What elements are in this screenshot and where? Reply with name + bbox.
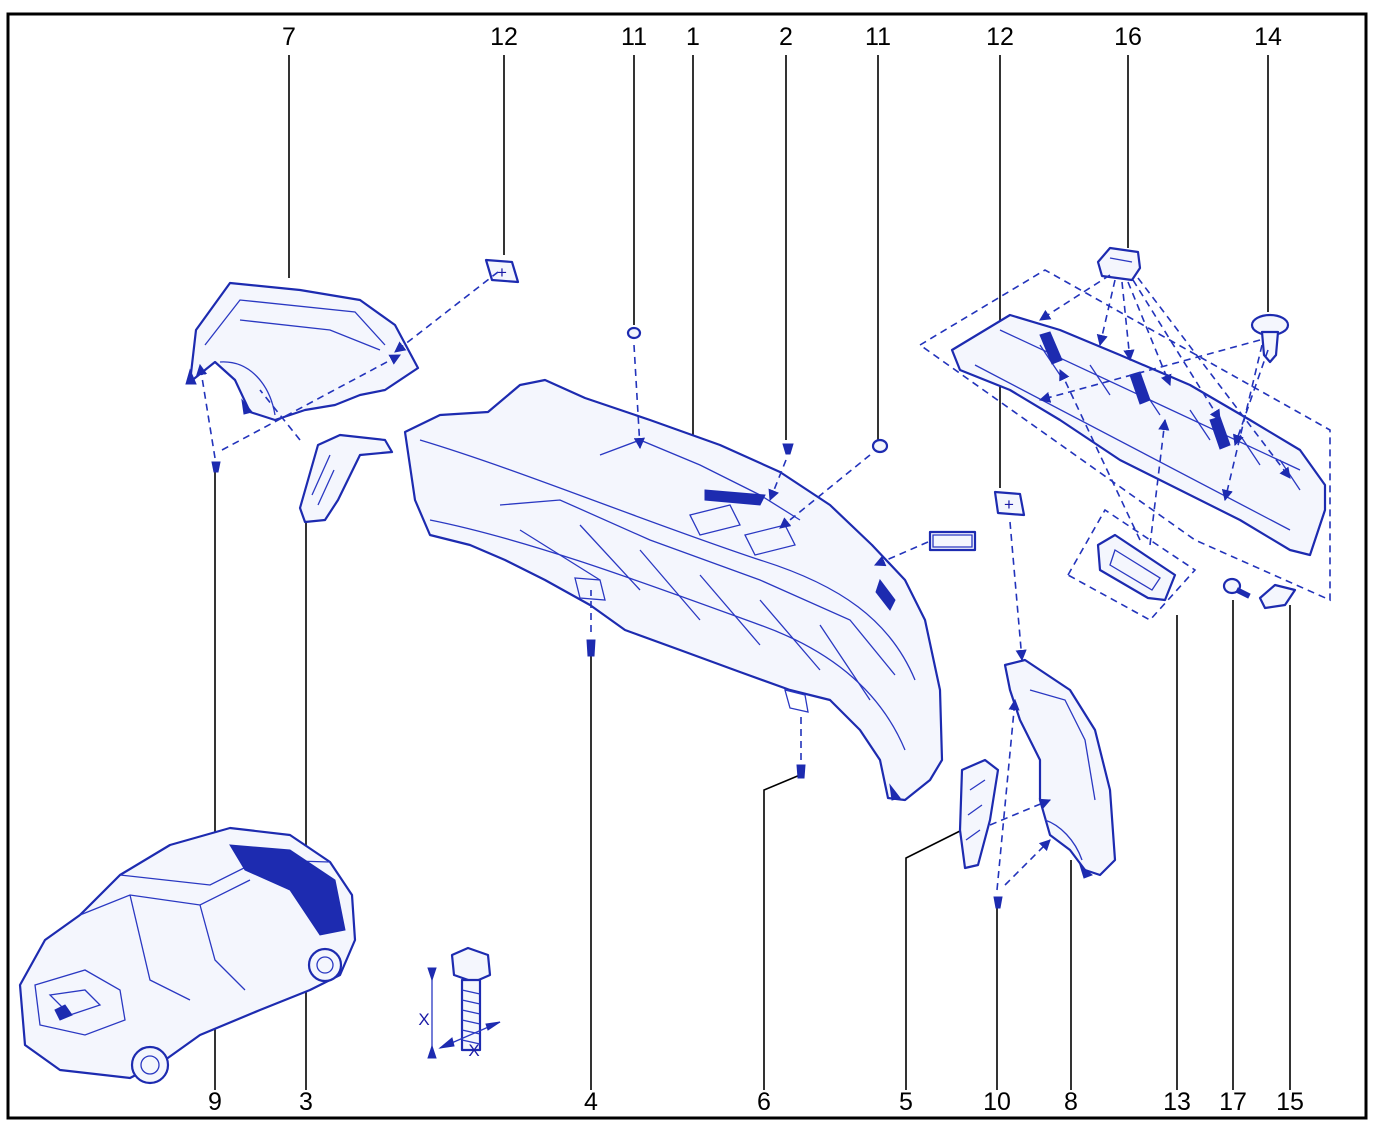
part-10-screw (993, 896, 1003, 909)
callout-13: 13 (1163, 1088, 1191, 1116)
callout-12-left: 12 (490, 23, 518, 51)
bolt-length-label: X (418, 1010, 429, 1029)
svg-text:+: + (1004, 495, 1014, 514)
part-9-screw (211, 461, 221, 473)
callout-14: 14 (1254, 23, 1282, 51)
car-overview-icon (18, 826, 357, 1085)
part-16-clip (1096, 246, 1142, 282)
part-3-left-bracket (298, 433, 394, 524)
callouts-top: 7 12 11 1 2 11 12 16 14 (282, 23, 1282, 51)
part-5-right-bracket (958, 758, 1000, 870)
part-14-push-pin (1250, 313, 1290, 364)
callout-10: 10 (983, 1088, 1011, 1116)
diagram-frame (6, 12, 1368, 1120)
svg-text:+: + (497, 263, 507, 282)
part-1-rear-bumper (403, 378, 944, 802)
callouts-bottom: 9 3 4 6 5 10 8 13 17 15 (208, 1088, 1304, 1116)
callout-11-right: 11 (865, 23, 891, 51)
part-11-clip-left (626, 326, 642, 340)
part-7-left-bumper-side-trim (185, 281, 420, 422)
callout-17: 17 (1219, 1088, 1247, 1116)
part-6-screw (796, 764, 806, 779)
callout-5: 5 (899, 1088, 913, 1116)
part-12-right-clip: + (993, 490, 1026, 517)
part-17-screw (1222, 577, 1251, 599)
part-13-plate (1066, 508, 1197, 622)
part-4-screw (586, 639, 596, 657)
callout-9: 9 (208, 1088, 222, 1116)
assembly-lines (196, 271, 1291, 891)
callout-4: 4 (584, 1088, 598, 1116)
callout-7: 7 (282, 23, 296, 51)
callout-6: 6 (757, 1088, 771, 1116)
part-8-right-side-trim (1003, 658, 1117, 879)
callout-2: 2 (779, 23, 793, 51)
callout-16: 16 (1114, 23, 1142, 51)
bolt-diameter-label: X (468, 1041, 479, 1060)
callout-1: 1 (686, 23, 700, 51)
callout-15: 15 (1276, 1088, 1304, 1116)
callout-11-left: 11 (621, 23, 647, 51)
bolt-dimension-icon: X X (418, 946, 501, 1060)
callout-3: 3 (299, 1088, 313, 1116)
seal-pad (928, 530, 977, 552)
callout-12-right: 12 (986, 23, 1014, 51)
part-2-screw (782, 443, 794, 455)
leader-lines (214, 55, 1291, 1090)
part-15-clip (1258, 583, 1297, 610)
callout-8: 8 (1064, 1088, 1078, 1116)
part-11-clip-right (871, 438, 889, 454)
part-12-left-clip: + (484, 258, 520, 284)
